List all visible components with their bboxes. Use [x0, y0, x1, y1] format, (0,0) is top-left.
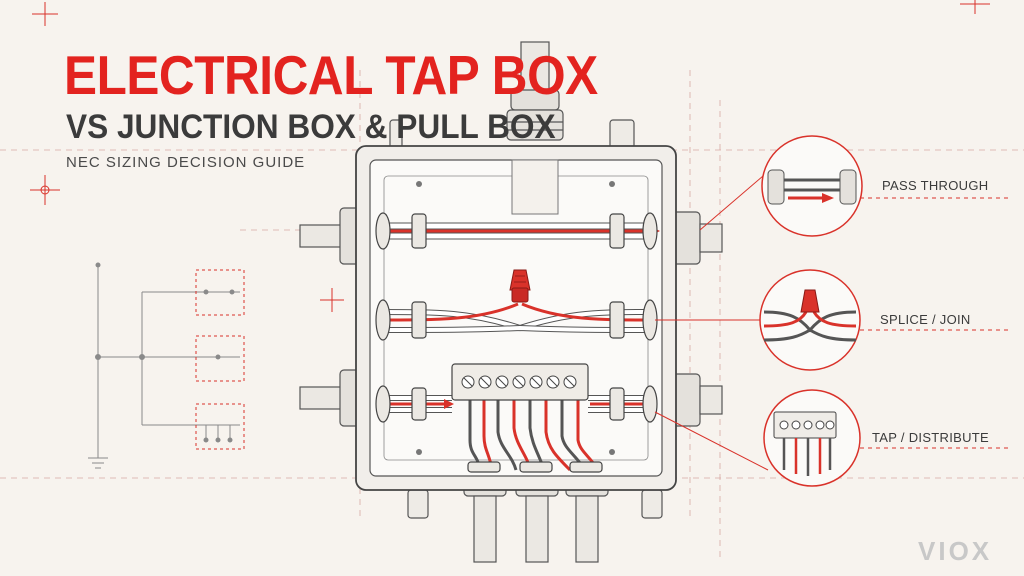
brand-logo: VIOX: [918, 536, 993, 566]
wire-glands-bottom: [467, 461, 603, 473]
conduits-right: [671, 211, 723, 427]
callout-label-splice: SPLICE / JOIN: [880, 312, 971, 327]
arrow-icon: [788, 193, 834, 203]
callout-label-tap: TAP / DISTRIBUTE: [872, 430, 990, 445]
schematic-sketch: [95, 262, 245, 450]
conduits-left: [299, 207, 363, 427]
page-tagline: NEC SIZING DECISION GUIDE: [66, 154, 306, 171]
detail-pass-through: [761, 135, 863, 237]
conduit-top: [506, 41, 564, 141]
detail-splice: [759, 269, 861, 371]
crosshair-marks: [30, 0, 990, 312]
page-subtitle: VS JUNCTION BOX & PULL BOX: [66, 108, 556, 146]
ground-symbol-icon: [88, 445, 108, 469]
terminal-block-icon: [451, 363, 589, 401]
leader-lines: [654, 169, 1010, 471]
wire-nut-icon: [509, 269, 531, 303]
cable-clamps: [375, 212, 658, 423]
page-title: ELECTRICAL TAP BOX: [64, 44, 598, 106]
detail-tap: [763, 389, 861, 487]
callout-label-pass-through: PASS THROUGH: [882, 178, 989, 193]
